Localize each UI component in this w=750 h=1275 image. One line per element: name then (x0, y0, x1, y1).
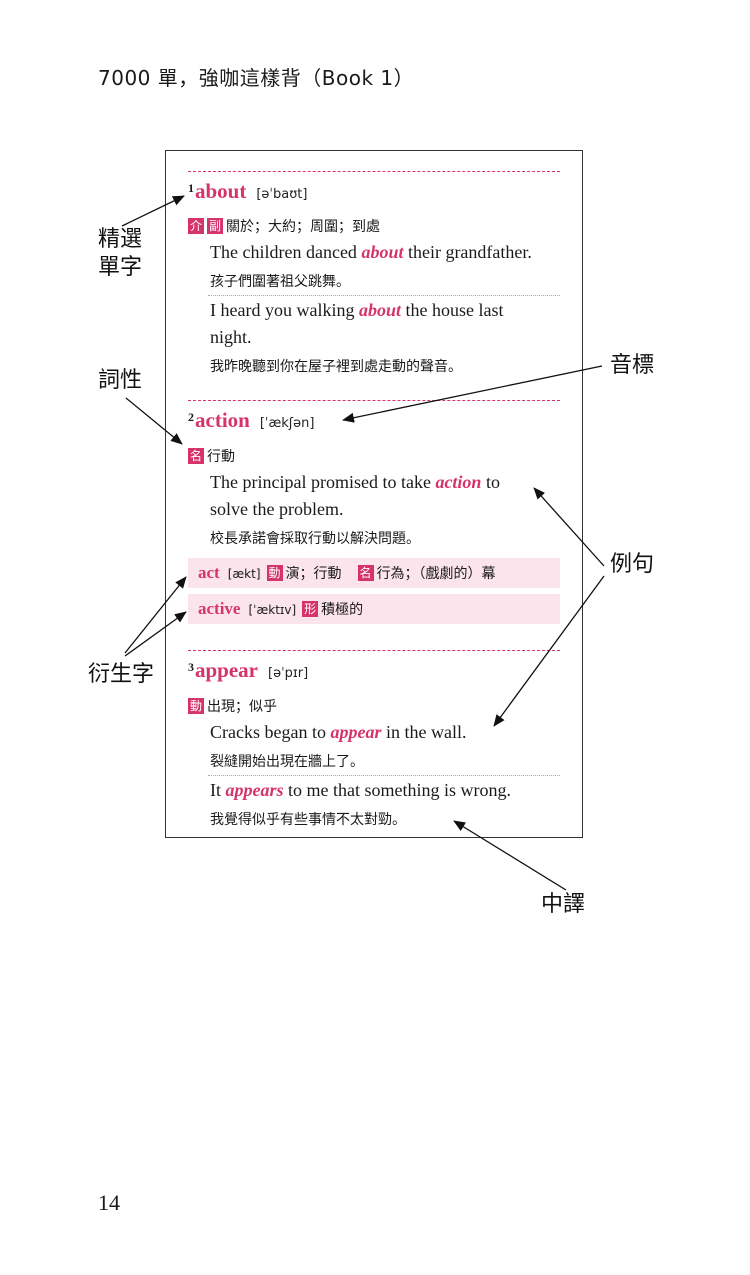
derivative-word: act (198, 563, 220, 582)
label-phonetic: 音標 (610, 353, 655, 378)
example-sentence: It appears to me that something is wrong… (210, 780, 511, 800)
example-sentence: I heard you walking about the house last (210, 300, 504, 320)
example-sentence: The children danced about their grandfat… (210, 242, 532, 262)
pos-tag: 副 (207, 218, 224, 234)
chinese-translation: 我覺得似乎有些事情不太對勁。 (210, 812, 406, 828)
entry-divider (188, 171, 560, 172)
entry-number: 2 (188, 410, 194, 424)
phonetic: [əˈbaʊt] (256, 187, 308, 202)
derivative-act: act [ækt] 動演；行動名行為；（戲劇的）幕 (188, 558, 560, 588)
pos-definition: 名行動 (188, 446, 235, 466)
keyword: action (435, 472, 482, 492)
definition: 出現；似乎 (207, 699, 278, 715)
definition: 關於；大約；周圍；到處 (226, 219, 381, 235)
chinese-translation: 我昨晚聽到你在屋子裡到處走動的聲音。 (210, 359, 462, 375)
keyword: appears (225, 780, 284, 800)
pos-tag: 動 (266, 565, 283, 581)
definition: 行動 (207, 449, 236, 465)
headword: action (195, 408, 250, 432)
entry-divider (188, 400, 560, 401)
label-derivative: 衍生字 (88, 662, 155, 687)
pos-definition: 動出現；似乎 (188, 696, 277, 716)
chinese-translation: 孩子們圍著祖父跳舞。 (210, 274, 350, 290)
definition: 行為；（戲劇的）幕 (376, 566, 496, 582)
page-header: 7000 單，強咖這樣背（Book 1） (98, 66, 415, 90)
phonetic: [ækt] (227, 567, 261, 581)
label-example: 例句 (610, 552, 655, 577)
phonetic: [ˈæktɪv] (248, 603, 297, 617)
phonetic: [əˈpɪr] (268, 666, 309, 681)
definition: 演；行動 (285, 566, 342, 582)
pos-definition: 介副關於；大約；周圍；到處 (188, 216, 380, 236)
entry-number: 1 (188, 181, 194, 195)
example-separator (208, 775, 560, 776)
entry-header-appear: 3appear [əˈpɪr] (188, 658, 308, 683)
entry-header-about: 1about [əˈbaʊt] (188, 179, 307, 204)
label-translation: 中譯 (541, 892, 586, 917)
example-sentence-continued: night. (210, 327, 252, 347)
keyword: appear (330, 722, 382, 742)
page-number: 14 (98, 1190, 120, 1215)
pos-tag: 介 (188, 218, 205, 234)
phonetic: [ˈækʃən] (259, 416, 315, 431)
keyword: about (361, 242, 404, 262)
pos-tag: 動 (188, 698, 205, 714)
derivative-word: active (198, 599, 241, 618)
vocabulary-box: 1about[əˈbaʊt] 介副關於；大約；周圍；到處 The childre… (165, 150, 583, 838)
pos-tag: 名 (357, 565, 374, 581)
example-sentence: Cracks began to appear in the wall. (210, 722, 467, 742)
headword: appear (195, 658, 258, 682)
label-part-of-speech: 詞性 (98, 368, 143, 393)
example-separator (208, 295, 560, 296)
derivative-active: active [ˈæktɪv] 形積極的 (188, 594, 560, 624)
example-sentence: The principal promised to take action to (210, 472, 500, 492)
entry-divider (188, 650, 560, 651)
definition: 積極的 (321, 602, 364, 618)
chinese-translation: 裂縫開始出現在牆上了。 (210, 754, 364, 770)
keyword: about (358, 300, 401, 320)
entry-number: 3 (188, 660, 194, 674)
pos-tag: 形 (302, 601, 319, 617)
example-sentence-continued: solve the problem. (210, 499, 344, 519)
headword: about (195, 179, 247, 203)
pos-tag: 名 (188, 448, 205, 464)
chinese-translation: 校長承諾會採取行動以解決問題。 (210, 531, 420, 547)
label-selected-word: 精選 單字 (98, 227, 143, 280)
entry-header-action: 2action [ˈækʃən] (188, 408, 314, 433)
